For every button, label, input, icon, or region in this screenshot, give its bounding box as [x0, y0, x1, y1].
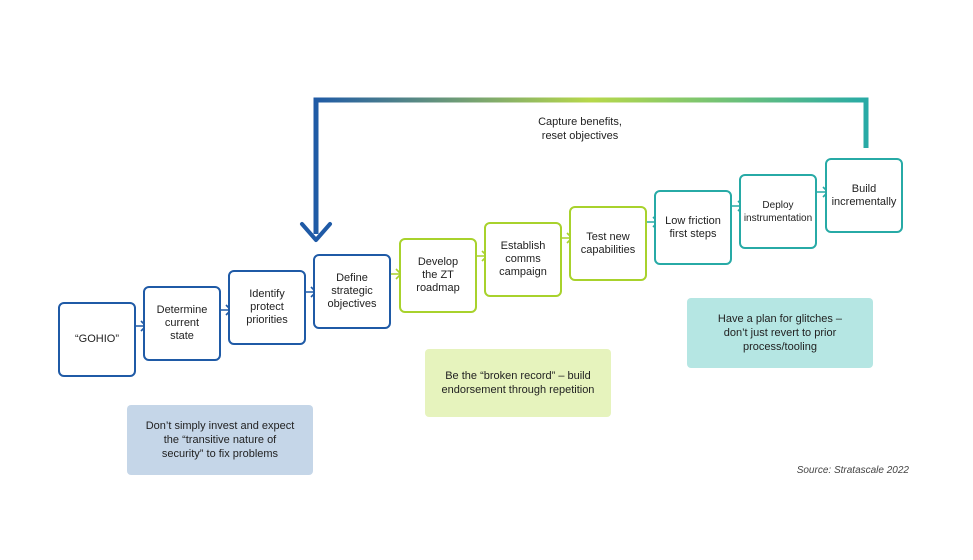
- note-plan-for-glitches: Have a plan for glitches – don’t just re…: [687, 298, 873, 368]
- feedback-loop-label: Capture benefits, reset objectives: [538, 116, 622, 142]
- step-low-friction-first-steps: Low friction first steps: [654, 190, 732, 265]
- step-deploy-instrumentation: Deploy instrumentation: [739, 174, 817, 249]
- step-identify-protect-priorities: Identify protect priorities: [228, 270, 306, 345]
- step-gohio: “GOHIO”: [58, 302, 136, 377]
- step-determine-current-state: Determine current state: [143, 286, 221, 361]
- step-establish-comms-campaign: Establish comms campaign: [484, 222, 562, 297]
- feedback-loop-arrowhead: [300, 222, 332, 242]
- step-test-new-capabilities: Test new capabilities: [569, 206, 647, 281]
- step-build-incrementally: Build incrementally: [825, 158, 903, 233]
- note-broken-record: Be the “broken record” – build endorseme…: [425, 349, 611, 417]
- feedback-loop-line: [313, 97, 869, 234]
- step-develop-zt-roadmap: Develop the ZT roadmap: [399, 238, 477, 313]
- source-credit: Source: Stratascale 2022: [796, 465, 909, 476]
- step-define-strategic-objectives: Define strategic objectives: [313, 254, 391, 329]
- note-transitive-security: Don’t simply invest and expect the “tran…: [127, 405, 313, 475]
